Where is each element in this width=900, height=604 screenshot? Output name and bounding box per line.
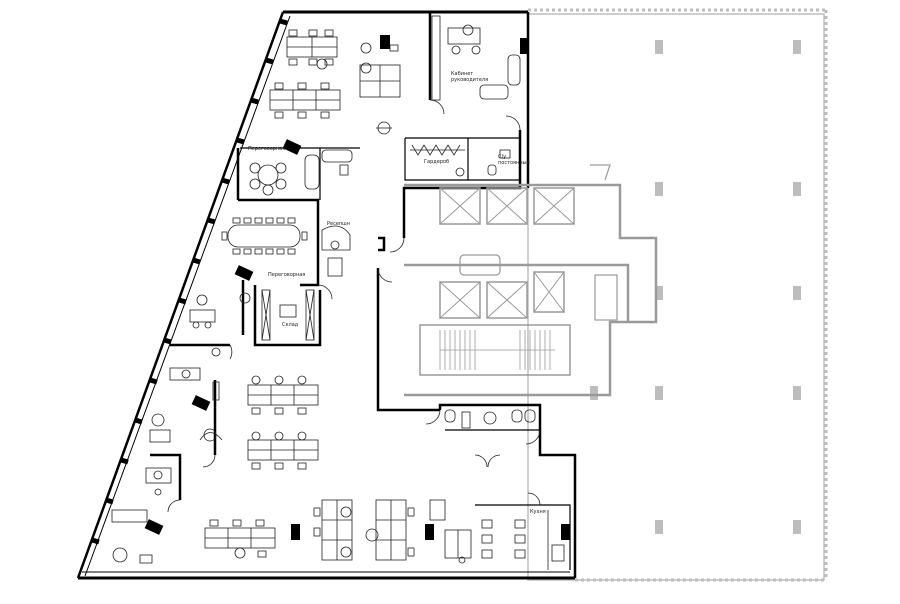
office-desk <box>111 509 153 564</box>
label-line: С/у <box>498 154 506 160</box>
label-warehouse: Склад <box>282 322 299 328</box>
washroom-fixtures <box>444 409 536 429</box>
reception-desk <box>321 225 351 277</box>
desk-cluster <box>247 431 319 470</box>
office-desk <box>169 347 221 401</box>
office-desk <box>145 467 172 496</box>
columns-right <box>590 40 801 534</box>
manager-office-furniture <box>431 15 521 101</box>
door-swings <box>167 99 541 513</box>
label-cloakroom: Гардероб <box>424 159 449 165</box>
kitchen-furniture <box>481 510 565 570</box>
desk-cluster <box>365 499 415 561</box>
label-line: постоянный <box>498 159 530 166</box>
desk-cluster <box>359 42 401 98</box>
swivel-chair <box>376 121 392 135</box>
round-table <box>249 162 287 196</box>
cloakroom-furniture <box>410 144 511 177</box>
outer-walls <box>76 10 575 580</box>
label-reception: Ресепшн <box>327 221 350 227</box>
window-mullions <box>91 18 288 545</box>
sofa <box>304 149 353 190</box>
wall-blocks <box>144 35 570 540</box>
desk-cluster <box>247 375 319 415</box>
desk-cluster <box>286 29 338 70</box>
future-zone <box>527 8 828 582</box>
desk-cluster <box>429 499 472 564</box>
meeting-table <box>221 217 308 255</box>
desk-cluster <box>204 519 276 559</box>
label-kitchen: Кухня <box>530 509 546 515</box>
warehouse-shelves <box>261 289 315 341</box>
office-desk <box>189 292 251 329</box>
desk-cluster <box>313 499 353 561</box>
label-meeting-room-top: Переговорная <box>248 146 285 152</box>
furniture <box>111 15 565 570</box>
building-core <box>404 164 658 397</box>
label-meeting-room-main: Переговорная <box>268 272 305 278</box>
office-desk <box>149 413 223 443</box>
label-line: Кабинет <box>451 71 473 77</box>
label-line: руководителя <box>451 77 488 83</box>
desk-cluster <box>269 82 341 119</box>
